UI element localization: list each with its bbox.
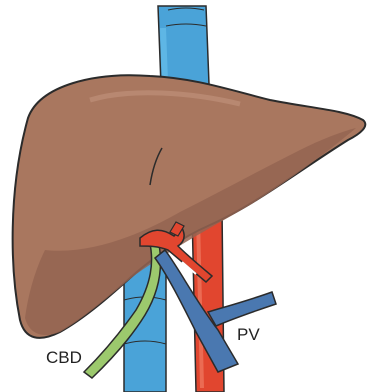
pv-label: PV	[237, 325, 260, 344]
cbd-label: CBD	[46, 348, 82, 367]
